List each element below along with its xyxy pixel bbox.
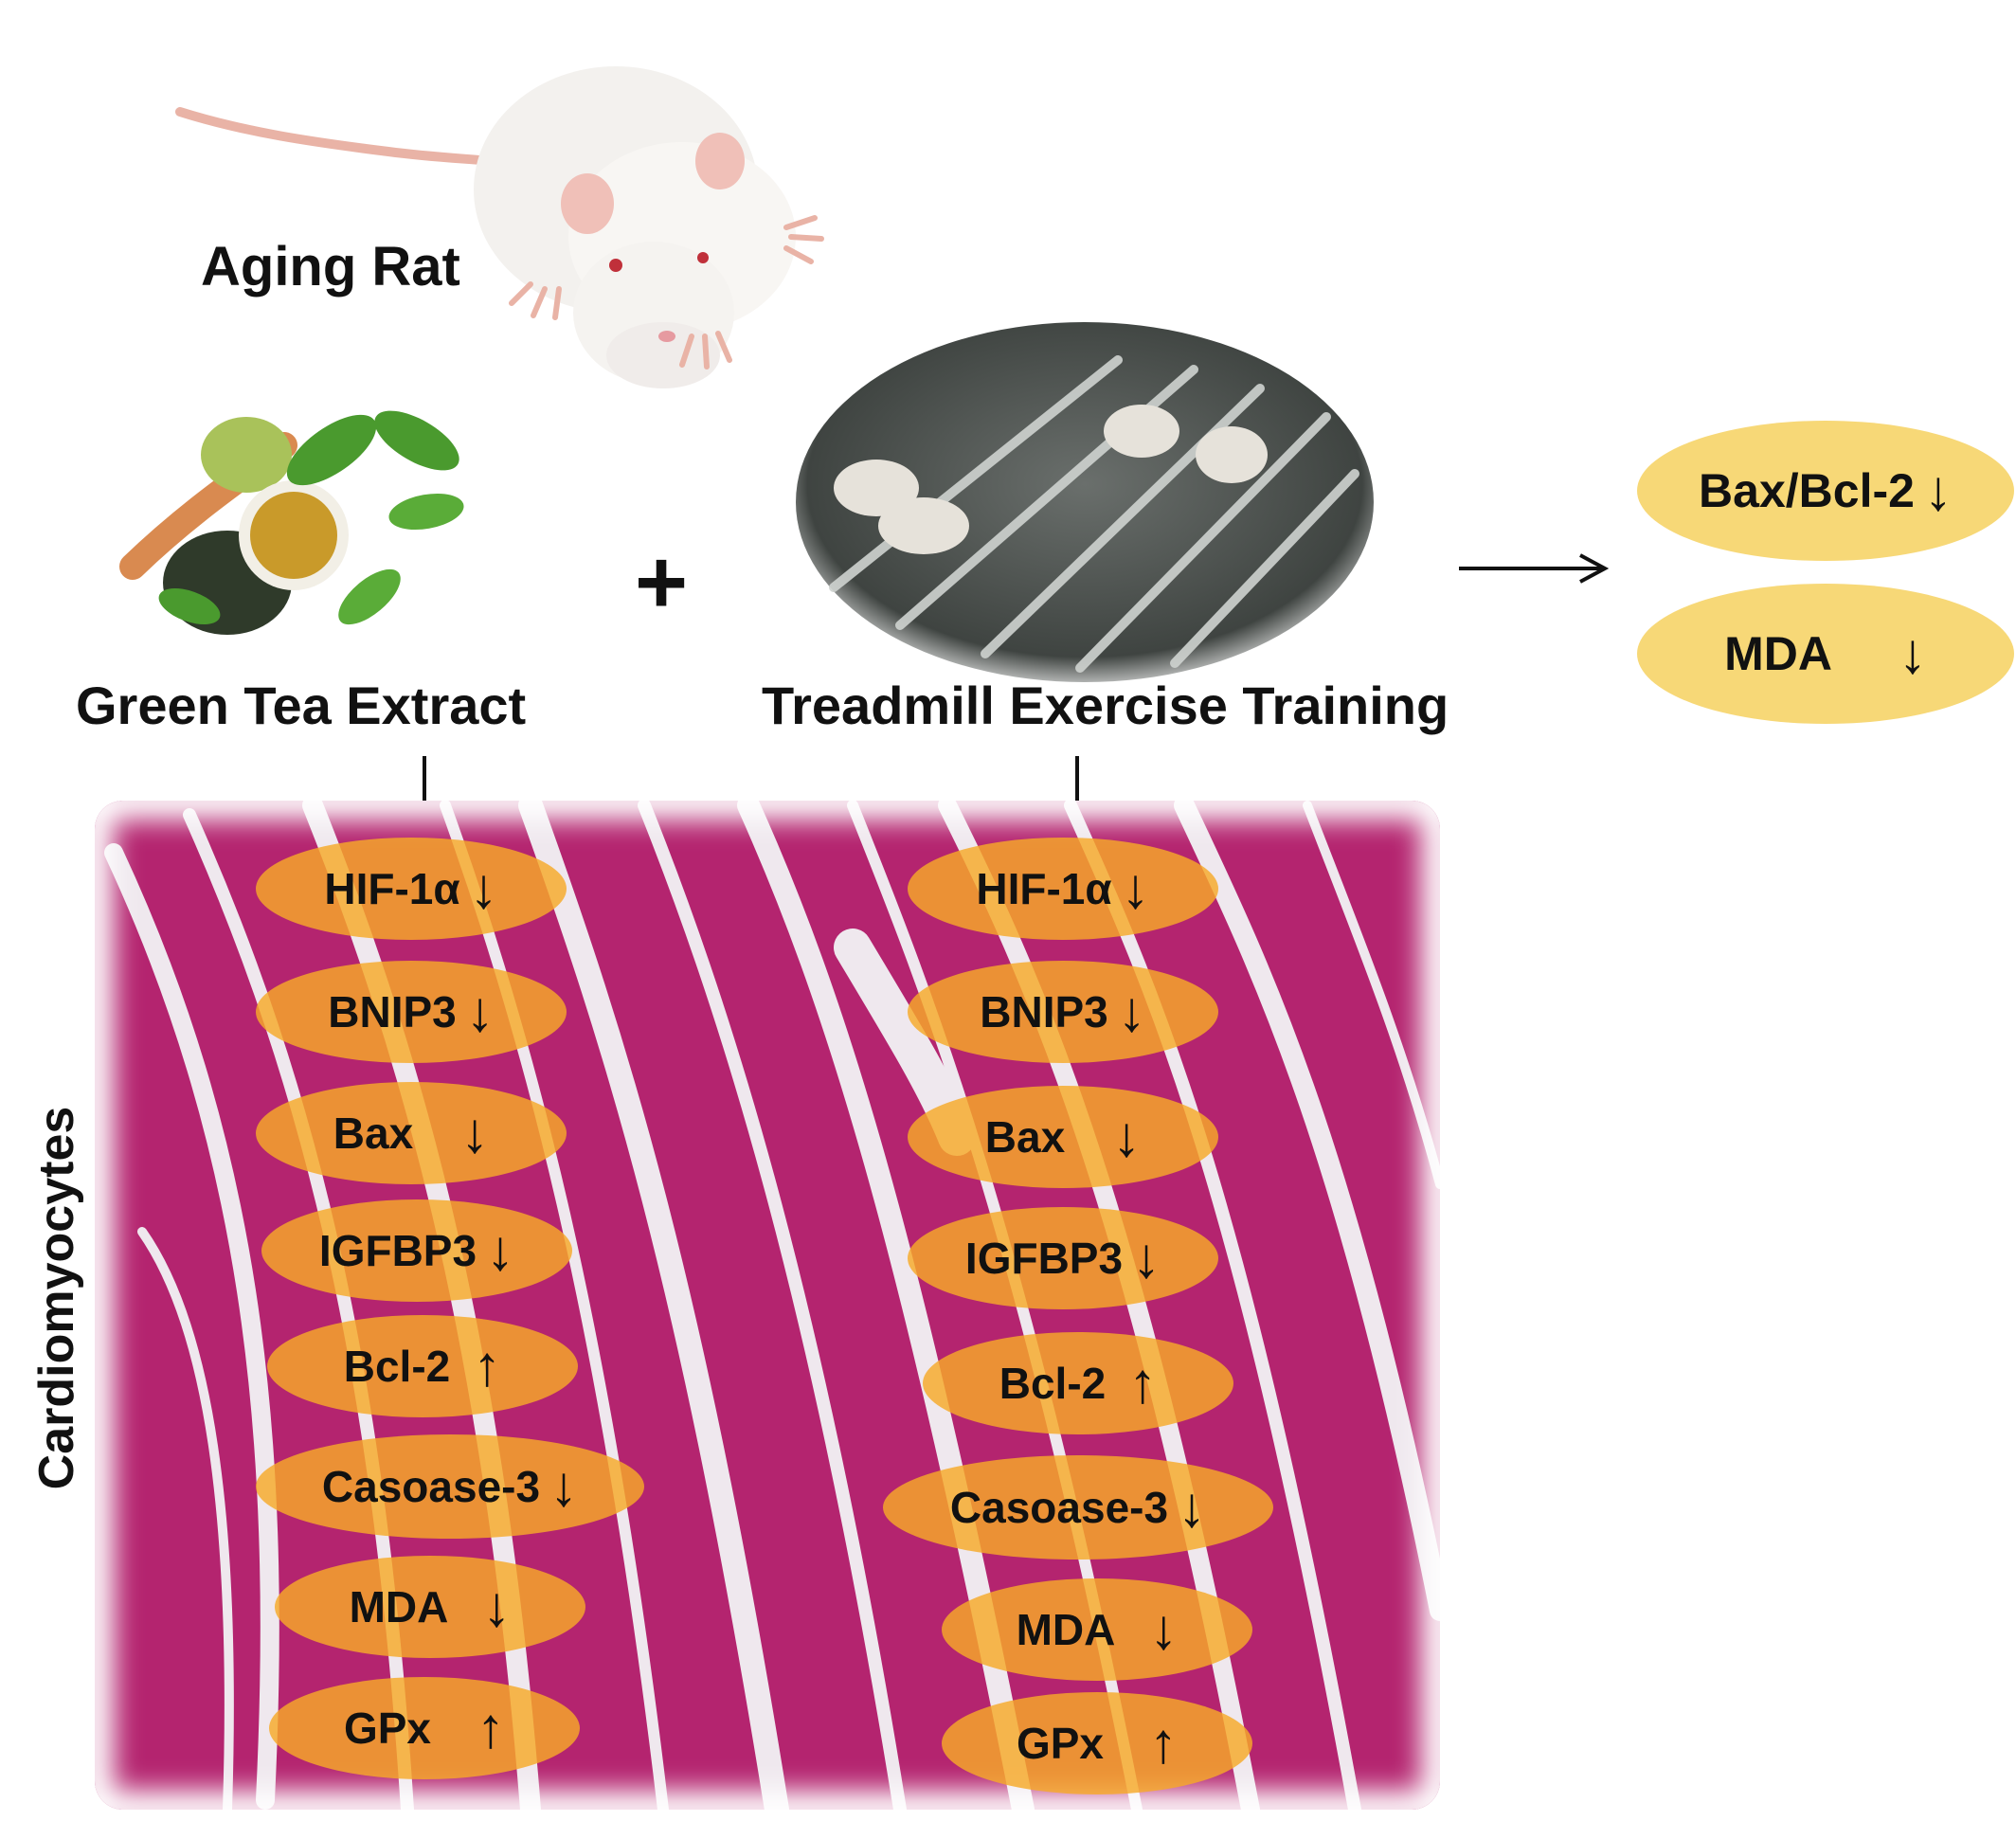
gte-marker-oval: HIF-1α ↓ [256, 838, 567, 940]
marker-label: MDA [1016, 1605, 1116, 1654]
outcome-label: Bax/Bcl-2 [1699, 464, 1915, 517]
up-arrow-icon: ↑ [473, 1334, 502, 1397]
down-arrow-icon: ↓ [1178, 1475, 1207, 1539]
marker-label: IGFBP3 [964, 1234, 1124, 1283]
down-arrow-icon: ↓ [486, 1218, 515, 1282]
up-arrow-icon: ↑ [1128, 1351, 1158, 1415]
marker-label: Casoase-3 [949, 1483, 1169, 1532]
treadmill-label: Treadmill Exercise Training [762, 676, 1449, 735]
outcome-arrow [1459, 553, 1610, 584]
cardiomyocyte-tissue-image [95, 801, 1440, 1810]
down-arrow-icon: ↓ [1898, 622, 1927, 685]
marker-label: BNIP3 [328, 987, 457, 1037]
tet-marker-oval: HIF-1α ↓ [908, 838, 1218, 940]
marker-label: GPx [1016, 1719, 1105, 1768]
plus-sign: + [635, 532, 689, 633]
down-arrow-icon: ↓ [465, 980, 495, 1043]
tet-marker-oval: BNIP3 ↓ [908, 961, 1218, 1063]
gte-marker-oval: IGFBP3 ↓ [261, 1199, 572, 1302]
gte-marker-oval: BNIP3 ↓ [256, 961, 567, 1063]
rat-image [175, 66, 824, 388]
gte-marker-oval: Bax ↓ [256, 1082, 567, 1184]
tet-marker-oval: Casoase-3 ↓ [883, 1455, 1273, 1560]
green-tea-image [119, 410, 464, 635]
tet-marker-oval: Bax ↓ [908, 1086, 1218, 1188]
gte-marker-oval: MDA ↓ [275, 1556, 585, 1658]
down-arrow-icon: ↓ [482, 1575, 512, 1638]
tet-marker-oval: GPx ↑ [942, 1692, 1252, 1794]
down-arrow-icon: ↓ [549, 1454, 579, 1518]
marker-label: IGFBP3 [318, 1226, 477, 1275]
gte-marker-oval: GPx ↑ [269, 1677, 580, 1779]
outcome-oval: Bax/Bcl-2 ↓ [1637, 421, 2014, 561]
marker-label: HIF-1α [976, 864, 1112, 913]
down-arrow-icon: ↓ [460, 1101, 490, 1164]
marker-label: Bax [333, 1109, 414, 1158]
gte-marker-oval: Bcl-2 ↑ [267, 1315, 578, 1417]
marker-label: Bcl-2 [343, 1342, 451, 1391]
marker-label: GPx [343, 1704, 432, 1753]
down-arrow-icon: ↓ [1112, 1105, 1142, 1168]
down-arrow-icon: ↓ [1923, 459, 1953, 522]
down-arrow-icon: ↓ [469, 856, 498, 920]
marker-label: MDA [349, 1582, 449, 1632]
marker-label: Bax [984, 1112, 1066, 1162]
marker-label: BNIP3 [980, 987, 1108, 1037]
tet-marker-oval: MDA ↓ [942, 1578, 1252, 1681]
down-arrow-icon: ↓ [1149, 1597, 1179, 1661]
gte-marker-oval: Casoase-3 ↓ [256, 1434, 644, 1539]
down-arrow-icon: ↓ [1121, 856, 1150, 920]
marker-label: Bcl-2 [999, 1359, 1107, 1408]
green-tea-label: Green Tea Extract [76, 676, 527, 735]
down-arrow-icon: ↓ [1132, 1226, 1161, 1289]
marker-label: HIF-1α [324, 864, 460, 913]
outcome-oval: MDA ↓ [1637, 584, 2014, 724]
outcome-label: MDA [1724, 627, 1832, 680]
marker-label: Casoase-3 [321, 1462, 541, 1511]
aging-rat-label: Aging Rat [201, 236, 460, 297]
up-arrow-icon: ↑ [477, 1696, 506, 1759]
down-arrow-icon: ↓ [1117, 980, 1146, 1043]
up-arrow-icon: ↑ [1149, 1711, 1179, 1775]
cardiomyocytes-label: Cardiomyocytes [29, 1106, 84, 1490]
tet-marker-oval: Bcl-2 ↑ [923, 1332, 1233, 1434]
tet-marker-oval: IGFBP3 ↓ [908, 1207, 1218, 1309]
treadmill-image [796, 322, 1374, 682]
